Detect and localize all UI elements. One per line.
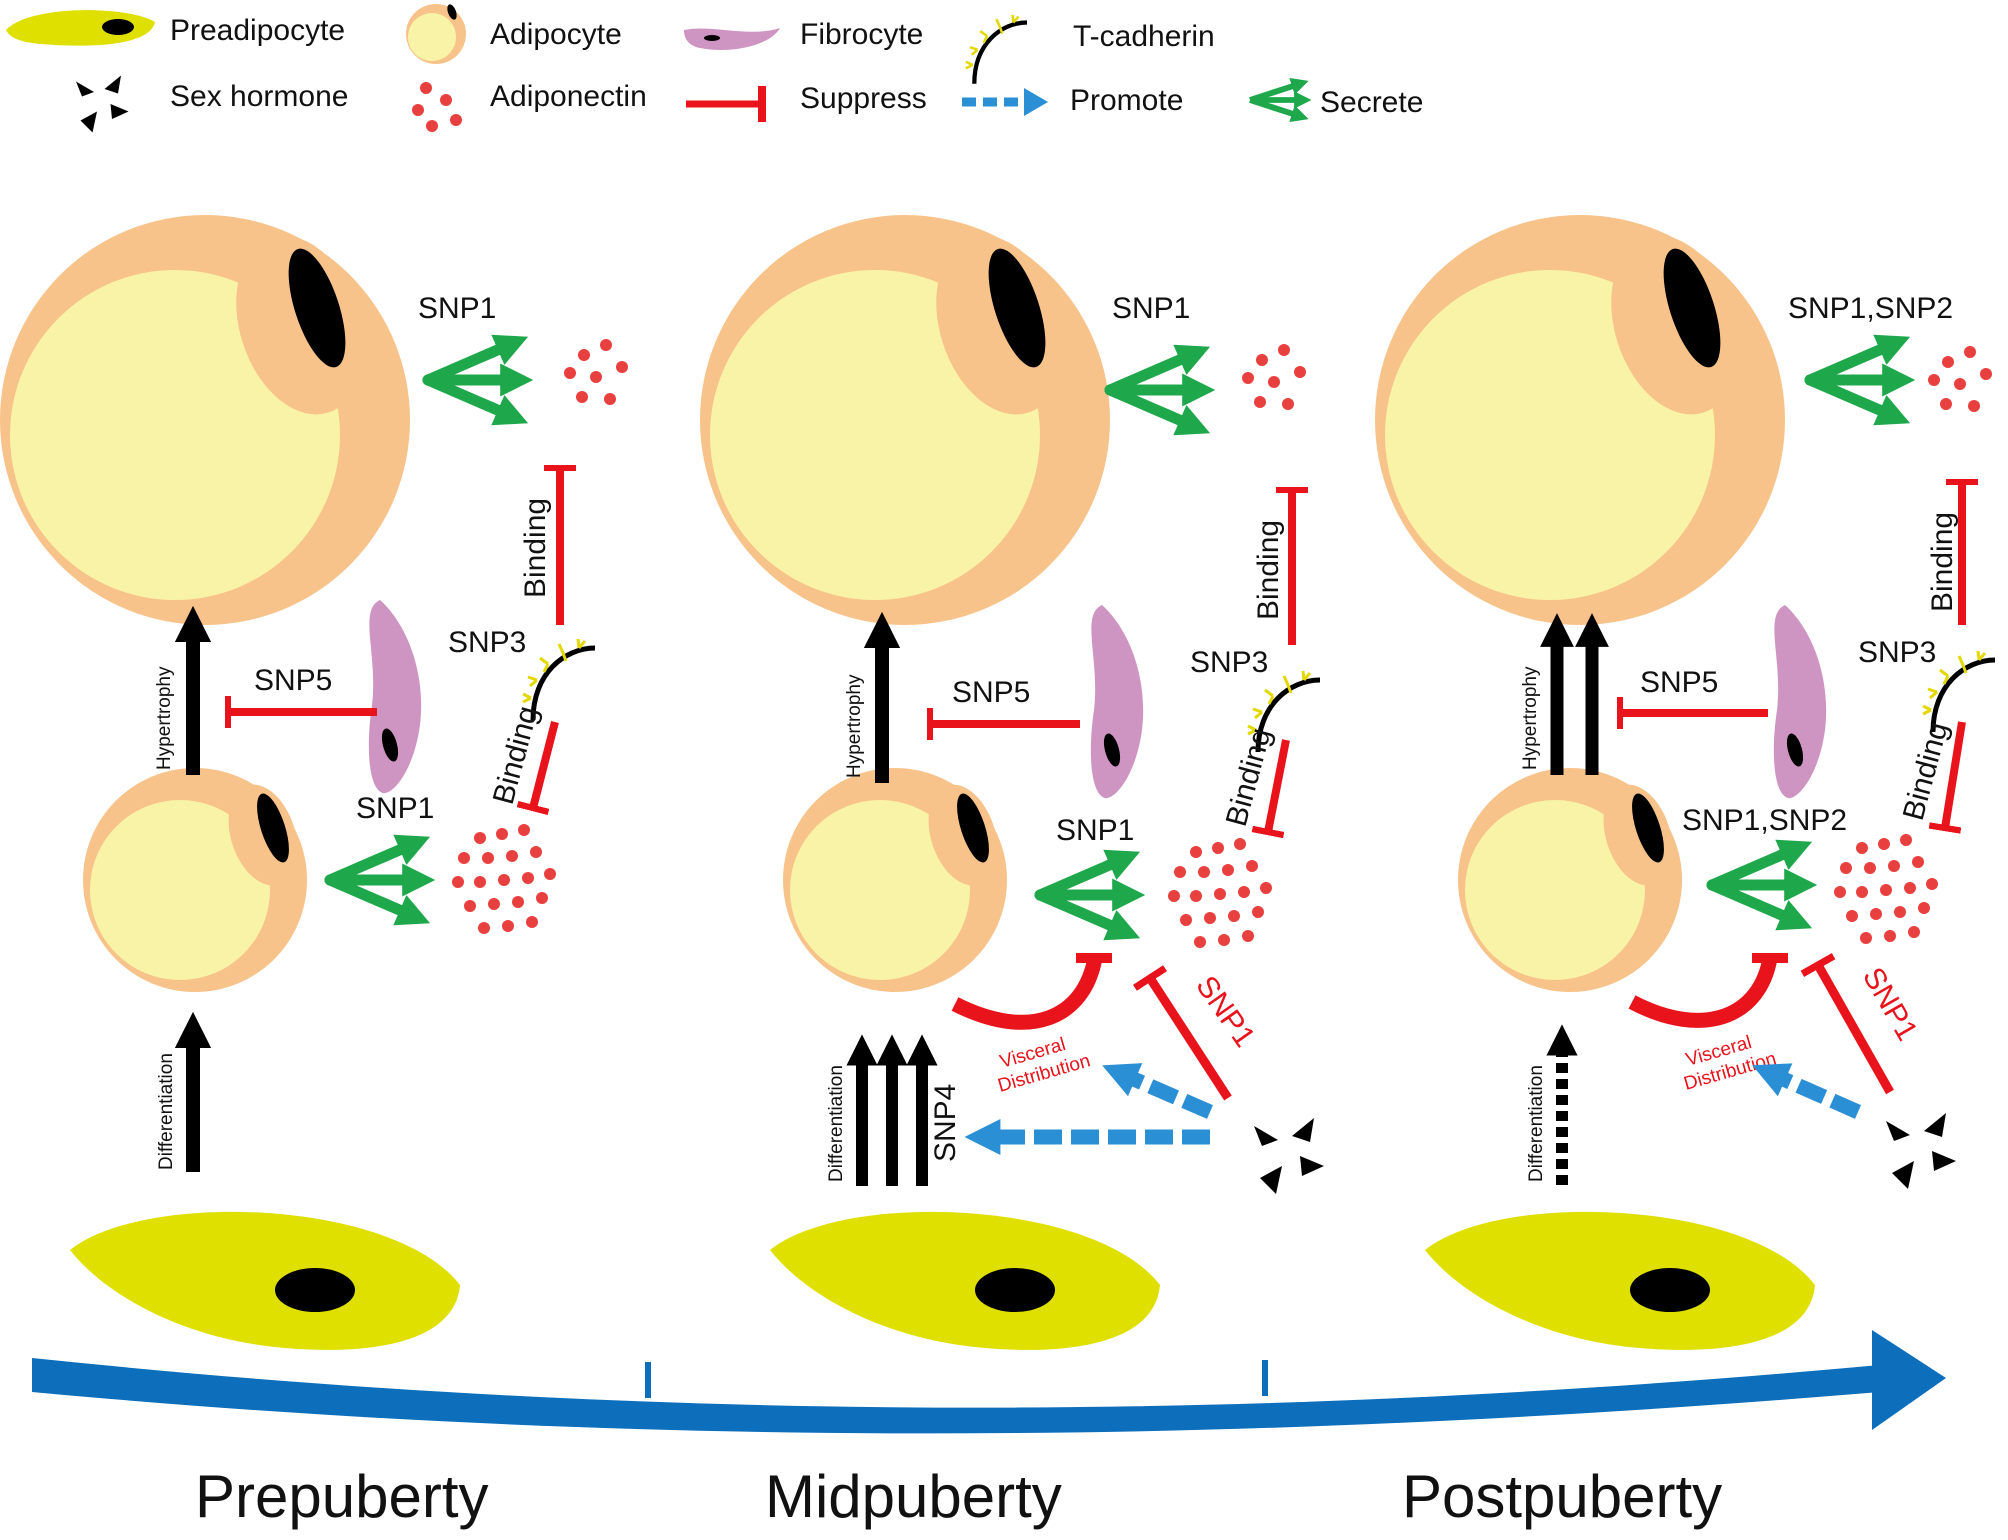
- visceral-suppress-arrow: [1628, 956, 1778, 1028]
- snp1-label: SNP1: [1189, 970, 1261, 1053]
- differentiation-label: Differentiation: [826, 1065, 847, 1182]
- sex-hormone: [1254, 1118, 1324, 1194]
- secrete-arrow: [1712, 847, 1804, 923]
- binding-label: Binding: [1926, 512, 1959, 612]
- snp1-snp2-label: SNP1,SNP2: [1788, 292, 1953, 325]
- stage-postpuberty: Postpuberty: [1402, 1463, 1722, 1530]
- hypertrophy-arrows: [1540, 613, 1609, 775]
- snp5-label: SNP5: [254, 664, 332, 697]
- legend-secrete-label: Secrete: [1320, 86, 1423, 119]
- hypertrophy-label: Hypertrophy: [154, 666, 175, 770]
- legend-tcadherin-label: T-cadherin: [1073, 20, 1215, 53]
- snp1-suppress-line: [1800, 952, 1894, 1095]
- secrete-arrow: [1040, 857, 1132, 933]
- stage-prepuberty: Prepuberty: [195, 1463, 489, 1530]
- snp1-label: SNP1: [1856, 962, 1924, 1046]
- differentiation-label: Differentiation: [1526, 1065, 1547, 1182]
- mature-adipocyte: [700, 215, 1110, 625]
- legend-adiponectin-icon: [412, 82, 462, 132]
- panel-prepuberty: Differentiation Hypertrophy SNP5 SNP1 SN…: [0, 215, 628, 1350]
- legend-sex-hormone-icon: [76, 75, 129, 133]
- small-adipocyte: [783, 768, 1010, 992]
- secrete-arrow: [1110, 352, 1202, 428]
- promote-arrow: [1102, 1063, 1213, 1119]
- adiponectin-cluster: [564, 339, 628, 405]
- small-adipocyte: [83, 768, 310, 992]
- snp3-label: SNP3: [1190, 646, 1268, 679]
- snp1-label: SNP1: [356, 792, 434, 825]
- snp1-snp2-label: SNP1,SNP2: [1682, 804, 1847, 837]
- binding-suppress-line: [516, 721, 559, 816]
- preadipocyte: [1425, 1211, 1815, 1350]
- snp1-suppress-line: [1132, 965, 1232, 1101]
- legend-tcadherin-icon: [966, 15, 1027, 84]
- legend-sex-hormone-label: Sex hormone: [170, 80, 348, 113]
- adiponectin-cluster: [1834, 834, 1938, 944]
- adiponectin-cluster: [1242, 344, 1306, 410]
- preadipocyte: [70, 1211, 460, 1350]
- snp5-label: SNP5: [1640, 666, 1718, 699]
- panel-postpuberty: Differentiation Hypertrophy SNP5 SNP1,SN…: [1375, 215, 1995, 1350]
- stage-midpuberty: Midpuberty: [765, 1463, 1062, 1530]
- legend-fibrocyte-label: Fibrocyte: [800, 18, 923, 51]
- timeline-arrow: [32, 1330, 1946, 1434]
- adiponectin-cluster: [1168, 838, 1272, 948]
- differentiation-label: Differentiation: [156, 1053, 177, 1170]
- binding-label: Binding: [1252, 520, 1285, 620]
- snp5-label: SNP5: [952, 676, 1030, 709]
- binding-suppress-line: [1251, 739, 1290, 839]
- snp1-label: SNP1: [418, 292, 496, 325]
- legend-preadipocyte-label: Preadipocyte: [170, 14, 345, 47]
- adiponectin-cluster: [452, 824, 556, 934]
- snp1-label: SNP1: [1056, 814, 1134, 847]
- mature-adipocyte: [1375, 215, 1785, 625]
- sex-hormone: [1886, 1113, 1956, 1189]
- preadipocyte: [770, 1211, 1160, 1350]
- panel-midpuberty: Differentiation SNP4 Hypertrophy SNP5 SN…: [700, 215, 1324, 1350]
- snp4-label: SNP4: [929, 1084, 962, 1162]
- legend-adipocyte-label: Adipocyte: [490, 18, 622, 51]
- secrete-arrow: [1810, 342, 1902, 418]
- adiponectin-cluster: [1928, 346, 1992, 412]
- legend-promote-label: Promote: [1070, 84, 1183, 117]
- legend-suppress-icon: [686, 86, 766, 122]
- promote-arrow: [1752, 1063, 1862, 1119]
- legend-promote-icon: [962, 88, 1048, 116]
- legend-adipocyte-icon: [406, 4, 466, 64]
- t-cadherin: [523, 639, 595, 720]
- legend-adiponectin-label: Adiponectin: [490, 80, 647, 113]
- fibrocyte: [1773, 605, 1827, 799]
- snp3-label: SNP3: [1858, 636, 1936, 669]
- hypertrophy-label: Hypertrophy: [1520, 666, 1541, 770]
- snp1-label: SNP1: [1112, 292, 1190, 325]
- secrete-arrow: [428, 342, 520, 418]
- visceral-suppress-arrow: [951, 956, 1103, 1030]
- binding-suppress-line: [1928, 721, 1966, 834]
- legend: Preadipocyte Adipocyte Fibrocyte T-cadhe…: [6, 4, 1423, 133]
- differentiation-arrows: [846, 1034, 938, 1186]
- binding-label: Binding: [519, 498, 552, 598]
- legend-suppress-label: Suppress: [800, 82, 927, 115]
- fibrocyte: [368, 600, 422, 794]
- fibrocyte: [1090, 605, 1144, 799]
- mature-adipocyte: [0, 215, 410, 625]
- secrete-arrow: [330, 842, 422, 918]
- snp3-label: SNP3: [448, 626, 526, 659]
- hypertrophy-label: Hypertrophy: [844, 674, 865, 778]
- legend-secrete-icon: [1249, 78, 1312, 122]
- small-adipocyte: [1458, 768, 1685, 992]
- legend-preadipocyte-icon: [6, 10, 155, 46]
- legend-fibrocyte-icon: [684, 28, 780, 50]
